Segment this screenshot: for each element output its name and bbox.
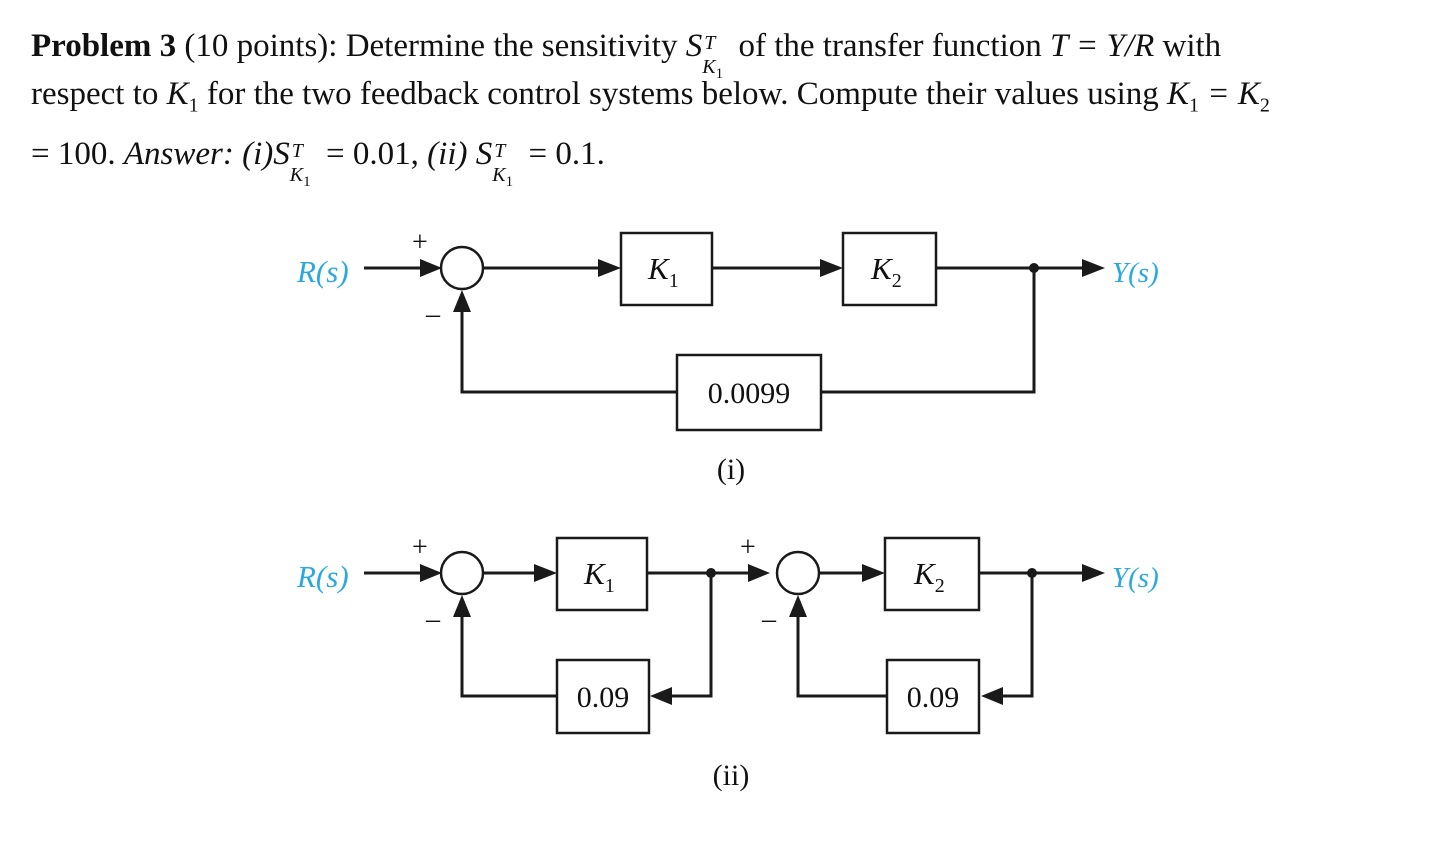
transfer-function-eq: T = Y/R [1050, 28, 1155, 64]
arrow-feedback1-ii [453, 595, 471, 617]
feedback-left-line-i [460, 310, 677, 394]
output-label-ii: Y(s) [1112, 562, 1159, 594]
plus-sign-i: + [412, 227, 428, 258]
feedback-gain-label-i: 0.0099 [708, 377, 791, 410]
problem-text-1c: with [1162, 28, 1222, 64]
caption-i: (i) [717, 453, 745, 486]
k1-label-i: K1 [647, 251, 679, 292]
input-label-ii: R(s) [296, 559, 349, 594]
problem-value: = 100. [31, 135, 116, 172]
caption-ii: (ii) [713, 759, 750, 792]
k1-eq-k2: K1 = K2 [1167, 76, 1270, 117]
problem-line-1: Problem 3 (10 points): Determine the sen… [31, 22, 1411, 83]
feedback-gain-label-2-ii: 0.09 [907, 681, 960, 714]
feedback-gain-label-1-ii: 0.09 [577, 681, 630, 714]
problem-title: Problem 3 [31, 28, 177, 64]
output-label-i: Y(s) [1112, 257, 1159, 289]
answer-i-label: (i) [242, 135, 274, 172]
minus-sign-1-ii: – [425, 604, 441, 635]
summing-junction-2-ii [775, 550, 821, 596]
arrow-feedback-i [453, 290, 471, 312]
answer-i-value: = 0.01, [326, 135, 419, 172]
arrow-into-k2-ii [862, 564, 885, 582]
k1-symbol: K1 [166, 76, 199, 117]
summing-junction-1-ii [439, 550, 485, 596]
arrow-output-i [1082, 259, 1105, 277]
problem-statement: Problem 3 (10 points): Determine the sen… [31, 22, 1411, 191]
summing-junction-i [439, 245, 485, 291]
minus-sign-i: – [425, 299, 441, 330]
diagram-ii-labels: R(s) Y(s) + – + – K1 K2 0.09 0.09 (ii) [296, 532, 1159, 792]
minus-sign-2-ii: – [761, 604, 777, 635]
problem-text-1a: Determine the sensitivity [345, 28, 678, 64]
k2-label-ii: K2 [913, 556, 945, 597]
arrow-into-sum-i [420, 259, 442, 277]
problem-points: (10 points): [184, 28, 338, 64]
feedback1-left-line-ii [460, 615, 557, 698]
k1-label-ii: K1 [583, 556, 615, 597]
diagram-i [364, 231, 1105, 432]
arrow-output-ii [1082, 564, 1105, 582]
arrow-into-fb1-ii [650, 687, 672, 705]
feedback2-left-line-ii [796, 615, 887, 698]
arrow-feedback2-ii [789, 595, 807, 617]
problem-text-2a: respect to [31, 76, 159, 112]
diagram-ii [364, 536, 1105, 735]
arrow-into-k1-ii [534, 564, 557, 582]
problem-line-2: respect to K1 for the two feedback contr… [31, 70, 1411, 130]
k2-label-i: K2 [870, 251, 902, 292]
arrow-into-fb2-ii [981, 687, 1003, 705]
plus-sign-1-ii: + [412, 532, 428, 563]
feedback1-right-line-ii [668, 573, 713, 698]
diagram-i-labels: R(s) Y(s) + – K1 K2 0.0099 (i) [296, 227, 1159, 486]
problem-text-2b: for the two feedback control systems bel… [206, 76, 1159, 112]
plus-sign-2-ii: + [740, 532, 756, 563]
feedback-right-line-i [821, 268, 1036, 394]
feedback2-right-line-ii [998, 573, 1034, 698]
answer-ii-value: = 0.1. [528, 135, 605, 172]
arrow-into-sum1-ii [420, 564, 442, 582]
answer-ii-label: (ii) [427, 135, 468, 172]
arrow-into-sum2-ii [748, 564, 770, 582]
problem-text-1b: of the transfer function [738, 28, 1042, 64]
arrow-into-k1-i [598, 259, 621, 277]
input-label-i: R(s) [296, 254, 349, 289]
arrow-into-k2-i [820, 259, 843, 277]
answer-label: Answer: [123, 135, 234, 172]
